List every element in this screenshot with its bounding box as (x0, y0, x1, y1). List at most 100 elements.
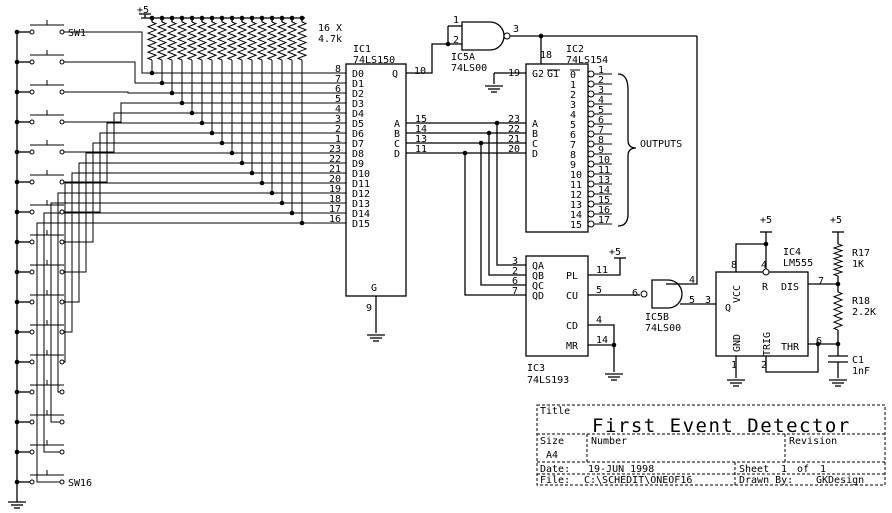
ic1-input-label: D14 (352, 209, 370, 220)
sheet-number: 1 (781, 464, 787, 475)
ic2-select-label: C (532, 139, 538, 150)
resistor-array-element (166, 21, 178, 61)
switch-rail-junction (14, 449, 20, 455)
ic5a-output-bubble (503, 32, 511, 40)
ic2-output-pin: 17 (598, 215, 610, 226)
switch-contact (29, 59, 35, 65)
ic2-output-pin: 11 (598, 165, 610, 176)
ic2-g1-pin: 18 (540, 50, 552, 61)
resistor-array-element (296, 21, 308, 61)
ic1-input-pin: 16 (329, 214, 341, 225)
switch-label-first: SW1 (68, 28, 86, 39)
ic2-output-pin: 5 (598, 105, 604, 116)
sheet-caption: Sheet (739, 464, 769, 475)
counter-bus-wire (496, 123, 526, 266)
resistor-array-element (246, 21, 258, 61)
ic2-select-label: D (532, 149, 538, 160)
resistor-array-element (206, 21, 218, 61)
switch-rail-junction (14, 299, 20, 305)
switch-rail-junction (14, 479, 20, 485)
ic2-g2-pin: 19 (508, 68, 520, 79)
ic2-g1-label: G1 (547, 69, 559, 80)
ic2-output-bubble (587, 110, 595, 118)
ic3-ground-junction (611, 342, 617, 348)
ic4-dis-label: DIS (781, 282, 799, 293)
ic2-output-pin: 13 (598, 175, 610, 186)
ic1-input-pin: 8 (335, 64, 341, 75)
r18-value: 2.2K (852, 307, 876, 318)
r17-resistor (832, 243, 844, 277)
ic3-output-label: QA (532, 261, 544, 272)
switch-contact (59, 389, 65, 395)
ic4-body (715, 271, 809, 357)
ic2-output-bubble (587, 120, 595, 128)
ic2-output-pin: 14 (598, 185, 610, 196)
ic1-input-pin: 20 (329, 174, 341, 185)
resistor-array-element (266, 21, 278, 61)
ic4-dis-pin: 7 (818, 276, 824, 287)
ic4-trig-pin: 2 (761, 360, 767, 371)
resistor-array-element (146, 21, 158, 61)
resistor-array-element (156, 21, 168, 61)
ground-ic4 (727, 379, 745, 387)
ic2-output-label: 8 (570, 150, 576, 161)
resistor-array-element (216, 21, 228, 61)
ic2-output-label: 12 (570, 190, 582, 201)
ic1-g-pin: 9 (366, 303, 372, 314)
resistor-array-element (176, 21, 188, 61)
revision-caption: Revision (789, 436, 837, 447)
title-block-frame (536, 404, 886, 486)
ic1-input-pin: 4 (335, 104, 341, 115)
ic3-cd-label: CD (566, 321, 578, 332)
ic1-input-label: D9 (352, 159, 364, 170)
switch-contact (29, 239, 35, 245)
sheet-total: 1 (820, 464, 826, 475)
switch-rail-junction (14, 119, 20, 125)
switch-contact (59, 269, 65, 275)
ic2-body (525, 63, 589, 233)
ic3-ref: IC3 (527, 363, 545, 374)
switch-to-ic1-wire (64, 162, 346, 303)
sheet-of: of (797, 464, 809, 475)
ic1-ref: IC1 (353, 44, 371, 55)
ic1-input-label: D13 (352, 199, 370, 210)
ic1-select-label: D (394, 149, 400, 160)
switch-to-ic1-wire (64, 172, 346, 333)
ic2-select-pin: 22 (508, 124, 520, 135)
switch-contact (59, 479, 65, 485)
switch-contact (29, 119, 35, 125)
diagram-title: First Event Detector (592, 415, 851, 437)
ic1-input-pin: 7 (335, 74, 341, 85)
ic2-output-pin: 16 (598, 205, 610, 216)
date-caption: Date: (540, 464, 570, 475)
ground-ic3 (605, 373, 623, 381)
ic4-q-pin: 3 (705, 295, 711, 306)
ic2-output-pin: 10 (598, 155, 610, 166)
ic1-select-pin: 14 (415, 124, 427, 135)
switch-to-ic1-wire (36, 222, 346, 483)
ic2-output-label: 10 (570, 170, 582, 181)
ic4-trig-wire (765, 344, 819, 373)
ic1-input-label: D8 (352, 149, 364, 160)
component-layer (8, 21, 847, 509)
ic1-input-label: D11 (352, 179, 370, 190)
file-caption: File: (540, 475, 570, 486)
vcc-label-top: +5 (137, 5, 149, 16)
switch-contact (59, 329, 65, 335)
ic1-input-pin: 3 (335, 114, 341, 125)
ic2-output-pin: 4 (598, 95, 604, 106)
ic3-output-pin: 2 (512, 266, 518, 277)
ground-c1 (829, 379, 847, 387)
ic1-input-pin: 21 (329, 164, 341, 175)
switch-contact (29, 269, 35, 275)
ic1-out-label: Q (392, 69, 398, 80)
ic3-output-pin: 6 (512, 276, 518, 287)
ic2-select-pin: 20 (508, 144, 520, 155)
counter-bus-wire (480, 143, 526, 286)
ic4-gnd-pin: 1 (731, 360, 737, 371)
c1-value: 1nF (852, 366, 870, 377)
ic1-input-pin: 18 (329, 194, 341, 205)
resistor-array-element (186, 21, 198, 61)
vcc-label-ic3: +5 (609, 247, 621, 258)
ic1-input-label: D4 (352, 109, 364, 120)
